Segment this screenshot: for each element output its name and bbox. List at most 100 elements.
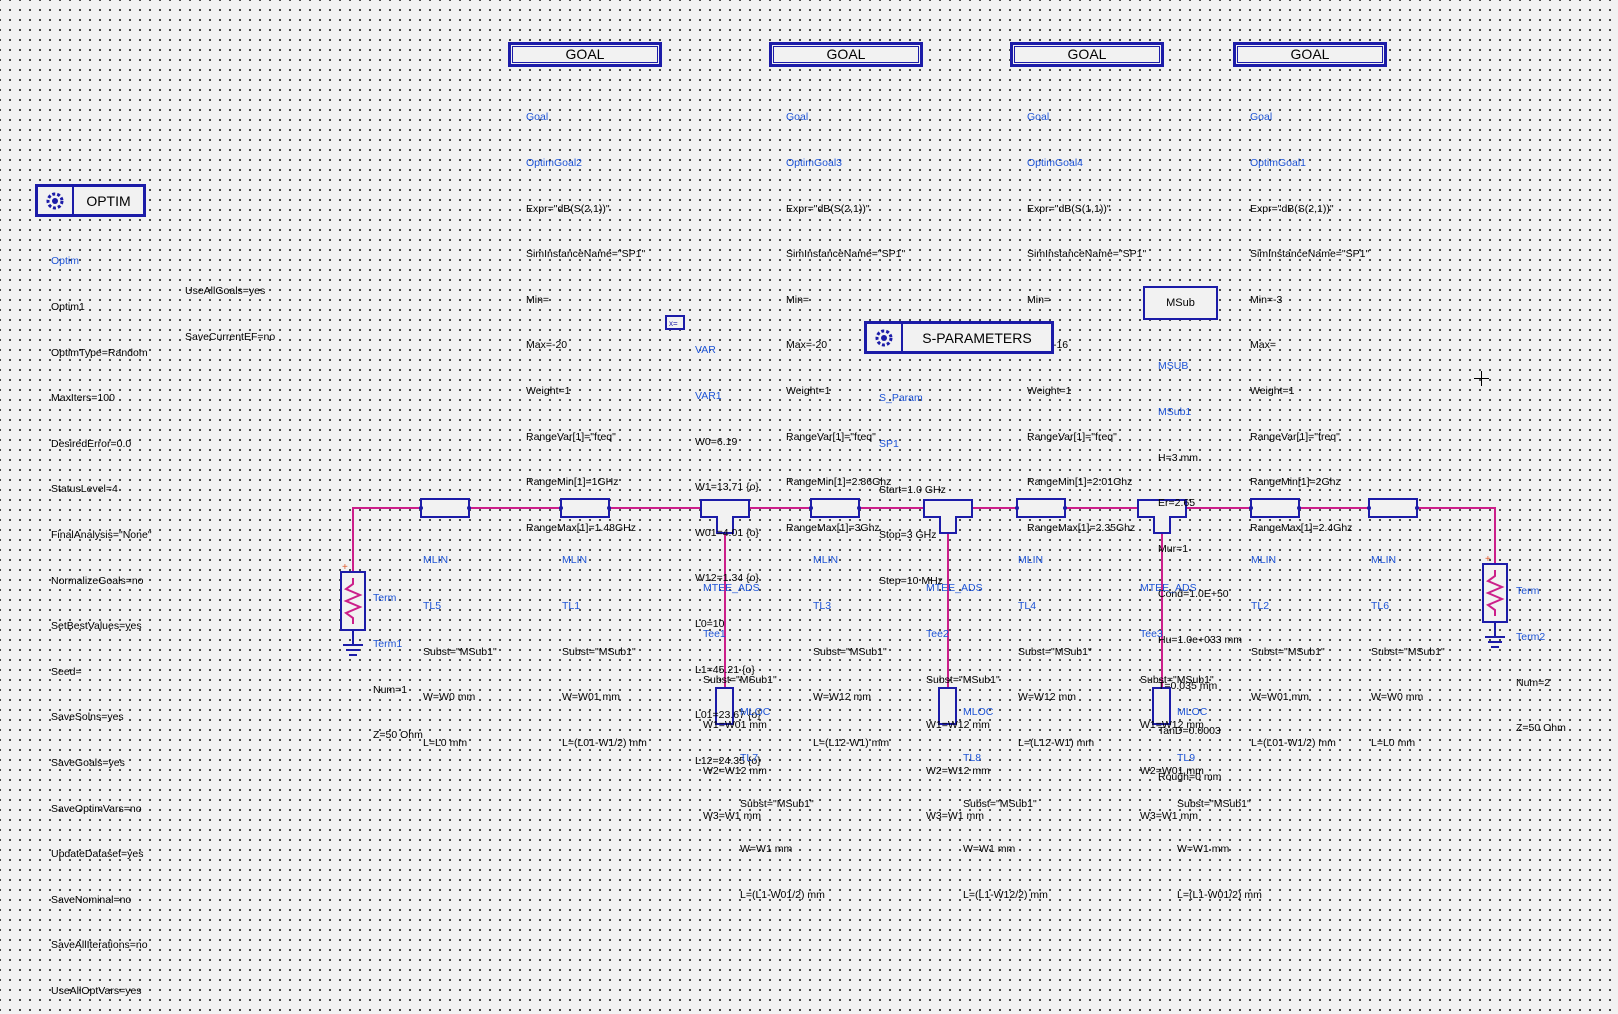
tee-name: Tee1 <box>703 628 726 640</box>
goal4-sim: SimInstanceName="SP1" <box>1027 248 1147 261</box>
optim-extra-line: SaveCurrentEF=no <box>185 331 276 343</box>
tee-line: Subst="MSub1" <box>1140 673 1214 686</box>
term2-line: Num=2 <box>1516 676 1551 689</box>
goal-box-goal2[interactable]: GOAL <box>508 42 662 67</box>
term2-line: Z=50 Ohm <box>1516 722 1566 735</box>
var-params[interactable]: VAR VAR1 W0=6.19 W1=13.71 {o} W01=4.01 {… <box>695 313 761 784</box>
mloc-tl7-params[interactable]: MLOC TL7 Subst="MSub1" W=W1 mm L=(L1-W01… <box>740 675 825 918</box>
msub-line: TanD=0.0003 <box>1158 725 1221 738</box>
optim-box[interactable]: OPTIM <box>35 184 146 217</box>
optim-line: OptimType=Random <box>51 346 148 359</box>
mlin-line: Subst="MSub1" <box>813 645 887 658</box>
mlin-line: L=(L12-W1) mm <box>1018 736 1095 749</box>
mloc-line: W=W1 mm <box>963 843 1016 856</box>
term1-params[interactable]: Term Term1 Num=1 Z=50 Ohm <box>373 561 423 759</box>
var-line: L0=10 <box>695 617 725 630</box>
tee-line: W1=W01 mm <box>703 719 767 732</box>
goal4-weight: Weight=1 <box>1027 384 1072 397</box>
sparam-params[interactable]: S_Param SP1 Start=1.0 GHz Stop=3 GHz Ste… <box>879 361 946 604</box>
goal1-rangemin: RangeMin[1]=2Ghz <box>1250 476 1341 489</box>
optim-extra-line: UseAllGoals=yes <box>185 285 266 298</box>
schematic-canvas[interactable]: + + <box>0 0 1618 766</box>
term2-params[interactable]: Term Term2 Num=2 Z=50 Ohm <box>1516 554 1566 752</box>
goal2-type: Goal <box>526 111 549 124</box>
goal1-type: Goal <box>1250 111 1273 124</box>
mlin-tl2-params[interactable]: MLIN TL2 Subst="MSub1" W=W01 mm L=(L01-W… <box>1251 523 1336 766</box>
mlin-tl3-params[interactable]: MLIN TL3 Subst="MSub1" W=W12 mm L=(L12-W… <box>813 523 889 766</box>
sparam-name: SP1 <box>879 438 899 450</box>
term1-name: Term1 <box>373 638 403 650</box>
goal1-name: OptimGoal1 <box>1250 157 1307 169</box>
goal3-weight: Weight=1 <box>786 384 831 397</box>
mlin-line: Subst="MSub1" <box>562 645 636 658</box>
mlin-type: MLIN <box>1251 554 1277 567</box>
svg-text:x=: x= <box>669 319 678 327</box>
optim-line: StatusLevel=4 <box>51 483 118 496</box>
mlin-type: MLIN <box>562 554 588 567</box>
mlin-tl6-symbol <box>1368 498 1418 518</box>
term1-resistor <box>343 578 363 624</box>
mloc-line: Subst="MSub1" <box>1177 797 1251 810</box>
mlin-line: W=W12 mm <box>1018 691 1077 704</box>
mlin-type: MLIN <box>1371 554 1397 567</box>
mlin-name: TL4 <box>1018 600 1037 612</box>
goal1-params[interactable]: Goal OptimGoal1 Expr="dB(S(2,1))" SimIns… <box>1250 80 1369 551</box>
mloc-tl8-params[interactable]: MLOC TL8 Subst="MSub1" W=W1 mm L=(L1-W12… <box>963 675 1048 918</box>
optim-params[interactable]: Optim Optim1 OptimType=Random MaxIters=1… <box>51 224 152 1014</box>
mlin-type: MLIN <box>423 554 449 567</box>
goal3-rangemax: RangeMax[1]=3Ghz <box>786 521 880 534</box>
goal-box-goal3[interactable]: GOAL <box>769 42 923 67</box>
optim-line: SaveGoals=yes <box>51 756 125 769</box>
var-icon[interactable]: x= <box>665 315 685 330</box>
goal2-params[interactable]: Goal OptimGoal2 Expr="dB(S(2,1))" SimIns… <box>526 80 645 551</box>
sparam-line: Step=10 MHz <box>879 574 943 587</box>
mlin-line: L=(L01-W1/2) mm <box>1251 736 1336 749</box>
var-line: W1=13.71 {o} <box>695 481 759 494</box>
mlin-line: W=W12 mm <box>813 691 872 704</box>
term1-line: Num=1 <box>373 683 408 696</box>
goal4-expr: Expr="dB(S(1,1))" <box>1027 202 1111 215</box>
msub-box[interactable]: MSub <box>1143 286 1218 320</box>
mlin-line: Subst="MSub1" <box>1251 645 1325 658</box>
goal1-rangevar: RangeVar[1]="freq" <box>1250 430 1340 443</box>
sparam-box[interactable]: S-PARAMETERS <box>864 321 1054 354</box>
mlin-line: W=W01 mm <box>1251 691 1310 704</box>
mlin-line: W=W01 mm <box>562 691 621 704</box>
tee2-symbol <box>923 499 973 534</box>
mlin-name: TL5 <box>423 600 442 612</box>
mlin-line: W=W0 mm <box>1371 691 1424 704</box>
mlin-tl6-params[interactable]: MLIN TL6 Subst="MSub1" W=W0 mm L=L0 mm <box>1371 523 1445 766</box>
mloc-tl9-params[interactable]: MLOC TL9 Subst="MSub1" W=W1 mm L=(L1-W01… <box>1177 675 1262 918</box>
goal-box-goal1[interactable]: GOAL <box>1233 42 1387 67</box>
goal3-params[interactable]: Goal OptimGoal3 Expr="dB(S(2,1))" SimIns… <box>786 80 905 551</box>
msub-line: H=3 mm <box>1158 451 1198 464</box>
goal-box-goal4[interactable]: GOAL <box>1010 42 1164 67</box>
tee-type: MTEE_ADS <box>926 582 983 595</box>
mlin-line: L=L0 mm <box>423 736 468 749</box>
mlin-tl1-params[interactable]: MLIN TL1 Subst="MSub1" W=W01 mm L=(L01-W… <box>562 523 647 766</box>
msub-line: Er=2.65 <box>1158 497 1196 510</box>
optim-line: MaxIters=100 <box>51 392 115 405</box>
mlin-tl4-params[interactable]: MLIN TL4 Subst="MSub1" W=W12 mm L=(L12-W… <box>1018 523 1094 766</box>
mlin-line: L=L0 mm <box>1371 736 1416 749</box>
tee-line: W1=W12 mm <box>926 719 990 732</box>
optim-line: UpdateDataset=yes <box>51 848 144 861</box>
goal1-weight: Weight=1 <box>1250 384 1295 397</box>
goal2-rangevar: RangeVar[1]="freq" <box>526 430 616 443</box>
msub-line: Mur=1 <box>1158 542 1189 555</box>
goal2-rangemin: RangeMin[1]=1GHz <box>526 476 619 489</box>
goal3-name: OptimGoal3 <box>786 157 843 169</box>
optim-title: OPTIM <box>86 192 131 209</box>
tee-name: Tee3 <box>1140 628 1163 640</box>
mloc-type: MLOC <box>963 706 994 719</box>
mloc-line: W=W1 mm <box>740 843 793 856</box>
mlin-name: TL1 <box>562 600 581 612</box>
goal4-rangemin: RangeMin[1]=2.01Ghz <box>1027 476 1133 489</box>
mlin-tl5-params[interactable]: MLIN TL5 Subst="MSub1" W=W0 mm L=L0 mm <box>423 523 497 766</box>
svg-text:+: + <box>342 562 348 573</box>
optim-line: NormalizeGoals=no <box>51 574 144 587</box>
optim-extra-params[interactable]: UseAllGoals=yes SaveCurrentEF=no <box>185 254 275 360</box>
goal2-weight: Weight=1 <box>526 384 571 397</box>
goal4-min: Min= <box>1027 293 1051 306</box>
goal4-params[interactable]: Goal OptimGoal4 Expr="dB(S(1,1))" SimIns… <box>1027 80 1146 551</box>
